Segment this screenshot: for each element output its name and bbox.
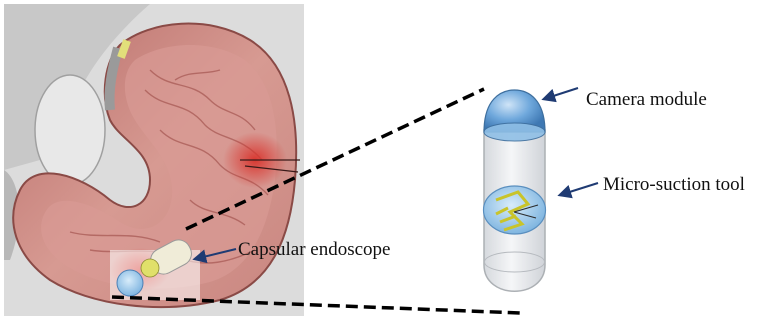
camera-module-arrow (544, 88, 578, 99)
capsular-endoscope-label: Capsular endoscope (238, 240, 390, 259)
esophagus-region (35, 75, 105, 185)
enlarged-capsule (484, 90, 546, 291)
micro-suction-arrow (560, 183, 598, 195)
camera-dome-rim (484, 123, 545, 141)
capsule-suction-small (141, 259, 159, 277)
camera-module-label: Camera module (586, 90, 707, 109)
capsule-dome-small (117, 270, 143, 296)
stomach-illustration (4, 4, 304, 316)
micro-suction-window (484, 186, 546, 234)
micro-suction-tool-label: Micro-suction tool (603, 175, 745, 194)
